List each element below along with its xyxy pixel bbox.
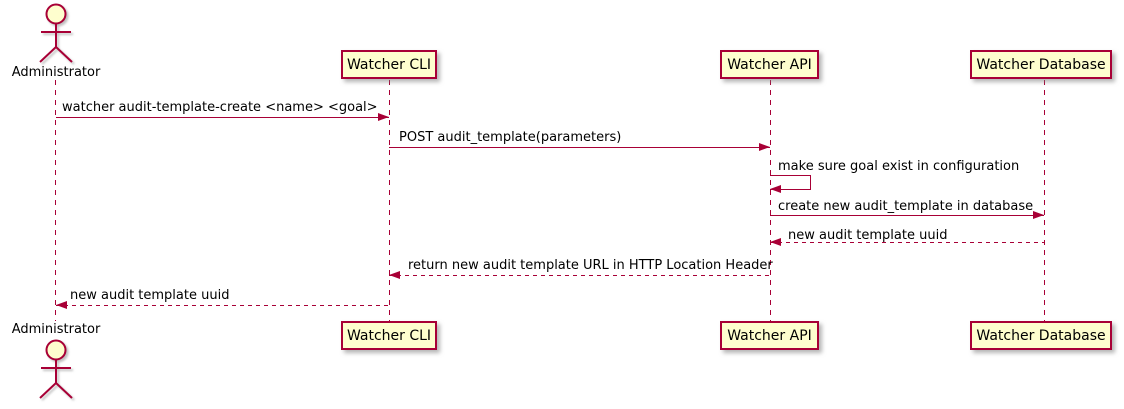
message-line xyxy=(56,305,389,306)
message-label-audit-template-create: watcher audit-template-create <name> <go… xyxy=(62,100,378,115)
lifeline-watcher-cli xyxy=(389,80,390,321)
message-label-new-uuid-db: new audit template uuid xyxy=(788,228,948,243)
lifeline-watcher-database xyxy=(1044,80,1045,321)
arrowhead-right-icon xyxy=(1033,211,1044,219)
message-label-post-audit-template: POST audit_template(parameters) xyxy=(399,130,622,145)
arrowhead-right-icon xyxy=(378,113,389,121)
participant-watcher-database-bottom: Watcher Database xyxy=(970,321,1112,350)
actor-stick-figure-icon xyxy=(39,339,73,399)
message-label-return-url: return new audit template URL in HTTP Lo… xyxy=(408,258,773,273)
actor-label-top: Administrator xyxy=(11,65,101,80)
lifeline-watcher-api xyxy=(770,80,771,321)
participant-watcher-cli-bottom: Watcher CLI xyxy=(341,321,437,350)
message-line xyxy=(389,275,770,276)
actor-label-bottom: Administrator xyxy=(11,322,101,337)
message-line xyxy=(56,117,389,118)
message-label-create-audit-template: create new audit_template in database xyxy=(778,199,1034,214)
actor-stick-figure-icon xyxy=(39,3,73,63)
message-line xyxy=(770,215,1044,216)
message-line xyxy=(389,147,770,148)
participant-watcher-api-top: Watcher API xyxy=(720,50,819,79)
message-label-make-sure-goal-exist: make sure goal exist in configuration xyxy=(778,159,1020,174)
arrowhead-left-icon xyxy=(56,301,67,309)
arrowhead-left-icon xyxy=(770,238,781,246)
arrowhead-right-icon xyxy=(759,143,770,151)
message-line xyxy=(770,242,1044,243)
participant-watcher-api-bottom: Watcher API xyxy=(720,321,819,350)
arrowhead-left-icon xyxy=(770,185,781,193)
lifeline-administrator xyxy=(55,80,56,321)
message-label-new-uuid-admin: new audit template uuid xyxy=(70,288,230,303)
self-message-loop xyxy=(770,175,811,190)
participant-watcher-database-top: Watcher Database xyxy=(970,50,1112,79)
participant-watcher-cli-top: Watcher CLI xyxy=(341,50,437,79)
arrowhead-left-icon xyxy=(389,271,400,279)
